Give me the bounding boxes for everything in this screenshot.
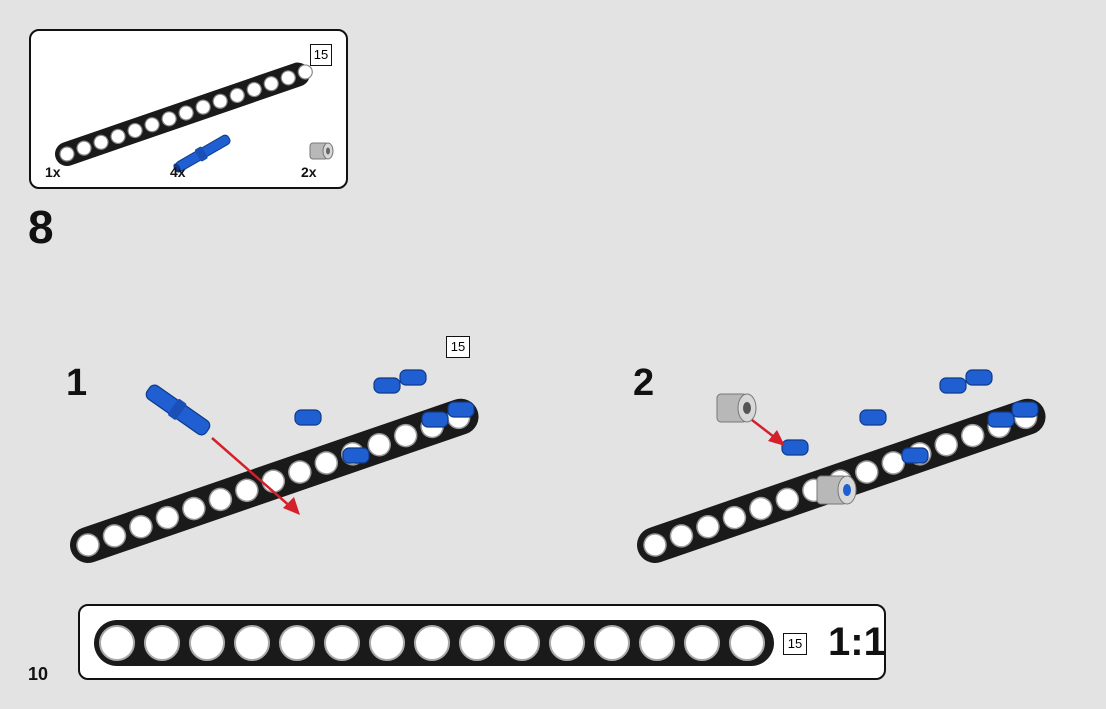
blue-pin-part-image [173, 134, 231, 173]
ruler-beam-image [94, 620, 774, 666]
beam-qty: 1x [45, 164, 61, 180]
page-number: 10 [28, 664, 49, 684]
substep-2-label: 2 [633, 362, 655, 404]
beam-length-tag: 15 [310, 44, 332, 66]
parts-list-box: 15 1x 4x 2x [29, 29, 348, 189]
ruler-length-tag: 15 [783, 633, 807, 655]
pin-qty: 4x [170, 164, 186, 180]
grey-bush-part-image [309, 142, 334, 160]
substep-1-label: 1 [66, 362, 88, 404]
bush-qty: 2x [301, 164, 317, 180]
substep-1-length-tag: 15 [446, 336, 470, 358]
scale-label: 1:1 [828, 620, 886, 664]
step-number: 8 [28, 201, 54, 253]
beam-part-image [54, 62, 313, 166]
ruler-box: 15 1:1 [78, 604, 886, 680]
